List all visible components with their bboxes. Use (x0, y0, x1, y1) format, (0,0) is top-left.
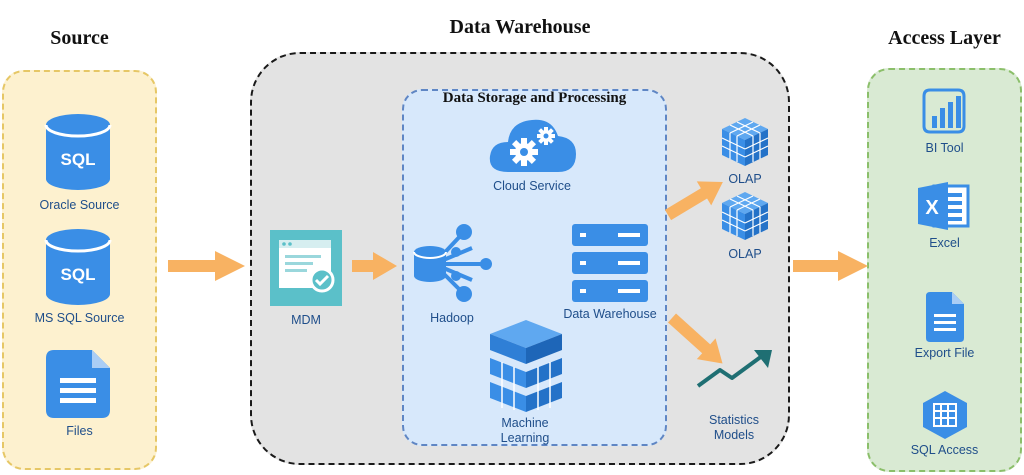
olap-cube-icon (721, 192, 769, 240)
server-stack-icon (572, 224, 648, 302)
sql-glyph-text: SQL (61, 265, 96, 284)
arrow-right-icon (793, 251, 868, 281)
excel-label: Excel (929, 236, 960, 250)
sql-glyph-text: SQL (61, 150, 96, 169)
mdm-label: MDM (291, 313, 321, 327)
oracle-source-label: Oracle Source (39, 198, 120, 212)
database-icon: SQL (44, 229, 112, 305)
machine-learning-label-line1: Machine (501, 416, 549, 430)
mdm-window-icon (270, 230, 342, 306)
source-title: Source (50, 27, 109, 49)
sql-access-label: SQL Access (910, 443, 979, 457)
trend-line-icon (696, 350, 772, 388)
statistics-models-label-line2: Models (713, 428, 755, 442)
olap-label-2: OLAP (728, 247, 762, 261)
bi-tool-label: BI Tool (925, 141, 964, 155)
machine-learning-label-line2: Learning (500, 431, 550, 445)
bi-tool-icon (922, 88, 966, 134)
olap-label-1: OLAP (728, 172, 762, 186)
export-file-icon (926, 292, 964, 342)
olap-cube-icon (721, 118, 769, 166)
arrow-up-right-icon (664, 181, 723, 221)
database-icon: SQL (44, 114, 112, 190)
machine-learning-cube-icon (490, 320, 562, 412)
access-layer-title: Access Layer (888, 27, 1001, 49)
data-storage-title: Data Storage and Processing (442, 90, 627, 106)
data-warehouse-title: Data Warehouse (449, 16, 591, 38)
file-document-icon (46, 350, 110, 418)
cloud-gears-icon (489, 119, 576, 172)
excel-glyph-text: X (925, 197, 939, 219)
hadoop-label: Hadoop (430, 311, 474, 325)
hadoop-network-icon (413, 224, 492, 302)
excel-icon: X (918, 182, 970, 230)
arrow-down-right-icon (667, 313, 723, 364)
arrow-right-icon (352, 252, 397, 280)
data-warehouse-label: Data Warehouse (563, 307, 657, 321)
ms-sql-source-label: MS SQL Source (34, 311, 125, 325)
arrow-right-icon (168, 251, 245, 281)
files-label: Files (66, 424, 93, 438)
sql-access-hexagon-icon (923, 391, 967, 439)
cloud-service-label: Cloud Service (493, 179, 571, 193)
statistics-models-label-line1: Statistics (708, 413, 759, 427)
export-file-label: Export File (914, 346, 975, 360)
